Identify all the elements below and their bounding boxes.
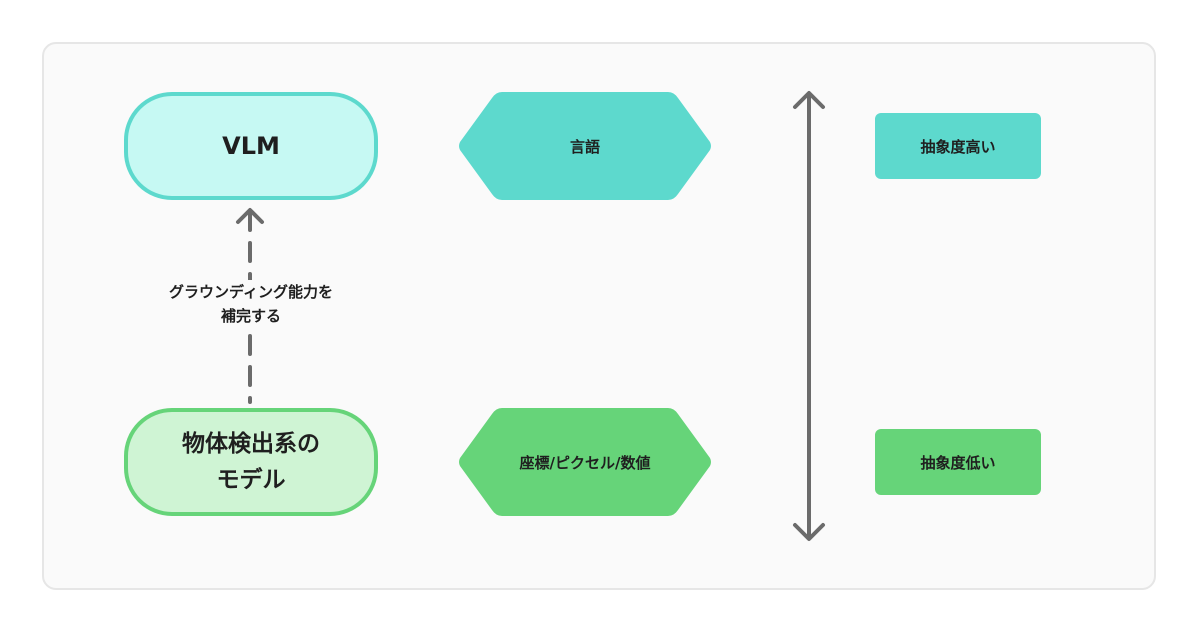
coordinates-hexagon: 座標/ピクセル/数値 (458, 408, 712, 516)
abstraction-high-label: 抽象度高い (920, 137, 996, 156)
detector-label-line-2: モデル (216, 467, 286, 493)
vlm-node-label: VLM (222, 132, 280, 160)
abstraction-high-box: 抽象度高い (875, 113, 1041, 179)
language-hexagon: 言語 (458, 92, 712, 200)
coordinates-hexagon-label: 座標/ピクセル/数値 (519, 453, 651, 472)
abstraction-low-label: 抽象度低い (920, 453, 996, 472)
grounding-label-line-1: グラウンディング能力を (169, 283, 333, 301)
detector-label-line-1: 物体検出系の (182, 431, 320, 457)
grounding-label-line-2: 補完する (220, 307, 281, 325)
object-detection-model-node: 物体検出系の モデル (124, 408, 378, 516)
grounding-edge-label: グラウンディング能力を 補完する (148, 280, 354, 328)
vlm-node: VLM (124, 92, 378, 200)
coordinates-hexagon-shape (459, 408, 711, 516)
abstraction-low-box: 抽象度低い (875, 429, 1041, 495)
language-hexagon-label: 言語 (569, 137, 600, 156)
abstraction-double-arrow (793, 91, 825, 541)
language-hexagon-shape (459, 92, 711, 200)
